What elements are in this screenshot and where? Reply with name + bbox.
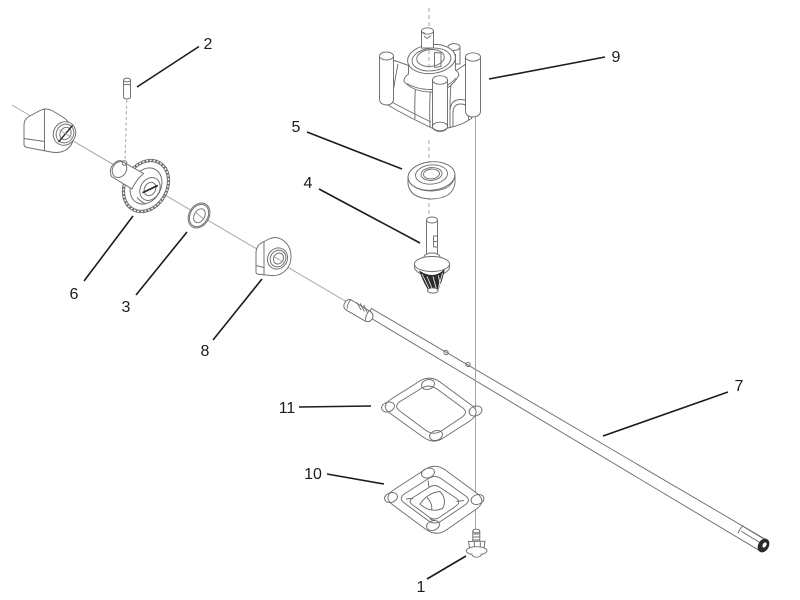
part-gearbox-housing: [379, 27, 481, 132]
callout-label-11: 11: [279, 400, 296, 417]
pin-centerline: [124, 99, 128, 162]
part-drive-shaft: [343, 298, 770, 553]
callout-label-5: 5: [292, 119, 301, 136]
callout-label-1: 1: [417, 579, 426, 596]
callout-label-2: 2: [204, 36, 213, 53]
callout-11: 11: [279, 400, 372, 417]
callout-9: 9: [488, 49, 621, 80]
axis-through-left-bushing: [58, 129, 74, 139]
part-left-bushing: [23, 108, 77, 154]
callout-label-6: 6: [70, 286, 79, 303]
callout-label-7: 7: [735, 378, 744, 395]
callout-5: 5: [292, 119, 403, 170]
callout-6: 6: [70, 215, 134, 303]
part-gear: [109, 158, 171, 214]
axis-through-washer: [194, 211, 205, 220]
part-ball-bearing: [407, 161, 456, 200]
callout-label-3: 3: [122, 299, 131, 316]
callout-label-9: 9: [612, 49, 621, 66]
part-pinion-shaft: [414, 216, 450, 294]
callout-4: 4: [304, 175, 421, 244]
axis-through-bushing: [272, 255, 285, 263]
part-gasket: [381, 377, 483, 442]
callout-label-8: 8: [201, 343, 210, 360]
callout-3: 3: [122, 231, 188, 316]
callout-label-10: 10: [304, 466, 322, 483]
callouts: 1 2 3 4 5 6 7 8 9 10 11: [70, 36, 744, 596]
callout-2: 2: [136, 36, 213, 88]
part-gearbox-cover: [384, 465, 485, 534]
callout-8: 8: [201, 278, 263, 360]
part-flange-bolt: [465, 528, 488, 558]
callout-7: 7: [602, 378, 744, 437]
callout-10: 10: [304, 466, 385, 485]
callout-label-4: 4: [304, 175, 313, 192]
part-pin: [123, 77, 131, 162]
callout-1: 1: [417, 555, 467, 596]
